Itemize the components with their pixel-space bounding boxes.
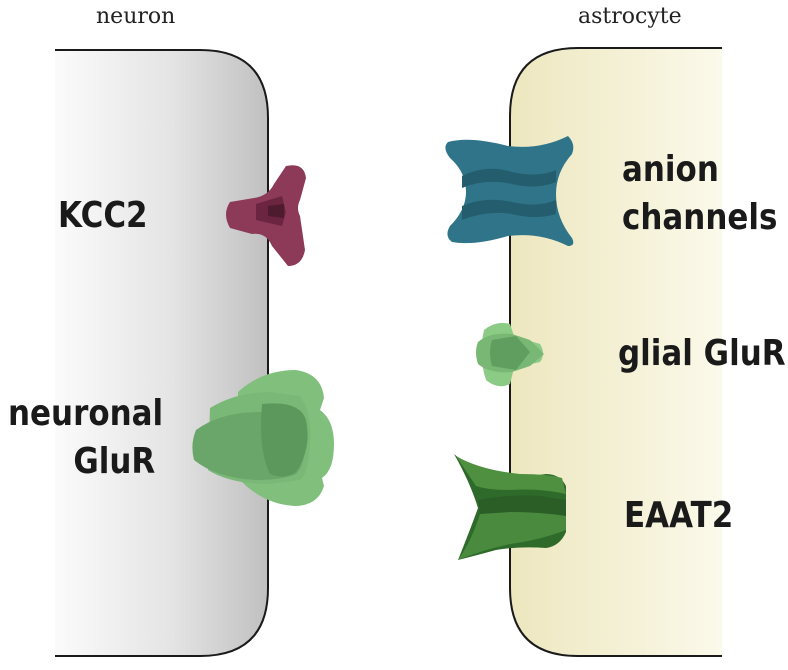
anion-channels-label-line2: channels	[622, 197, 778, 238]
eaat2-icon	[454, 454, 566, 560]
anion-channel-icon	[445, 136, 574, 246]
eaat2-label: EAAT2	[624, 492, 733, 540]
neuronal-glur-label-line1: neuronal	[8, 393, 164, 434]
kcc2-icon	[226, 165, 306, 266]
kcc2-label-text: KCC2	[58, 195, 148, 236]
glial-glur-label-text: glial GluR	[618, 333, 786, 374]
glial-glur-icon	[476, 322, 544, 387]
anion-channels-label: anion channels	[622, 146, 777, 242]
anion-channels-label-line1: anion	[622, 149, 719, 190]
neuronal-glur-label-line2: GluR	[73, 441, 156, 482]
eaat2-label-text: EAAT2	[624, 495, 734, 536]
neuron-cell	[55, 49, 269, 657]
neuron-caption: neuron	[96, 4, 176, 29]
neuronal-glur-label: neuronal GluR	[8, 390, 163, 486]
neuronal-glur-icon	[192, 370, 334, 506]
glial-glur-label: glial GluR	[618, 330, 786, 378]
astrocyte-caption: astrocyte	[578, 4, 682, 29]
kcc2-label: KCC2	[58, 192, 148, 240]
